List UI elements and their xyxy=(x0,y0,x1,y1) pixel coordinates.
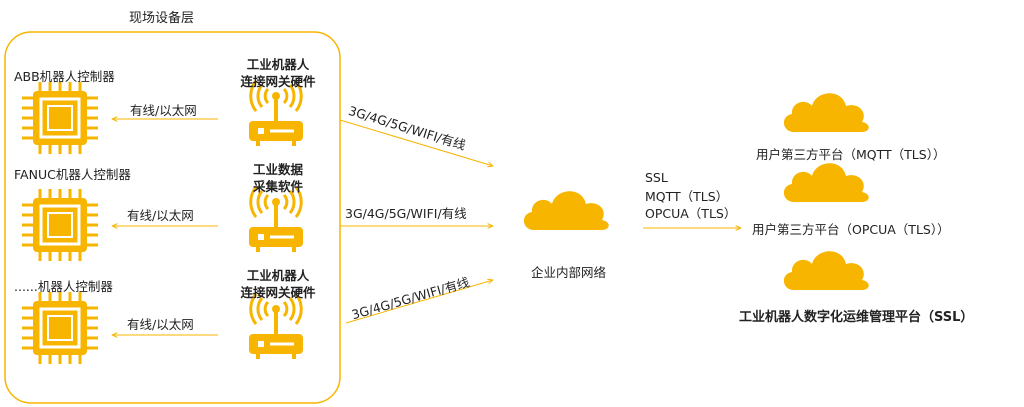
wired-link-label: 有线/以太网 xyxy=(127,208,194,223)
collector-label-line1: 工业数据 xyxy=(252,162,303,177)
router-icon xyxy=(247,185,305,254)
gateway-label-line2: 连接网关硬件 xyxy=(240,285,316,300)
gateway-label-line1: 工业机器人 xyxy=(246,57,310,72)
controller-label: ......机器人控制器 xyxy=(14,279,113,294)
gateway-label: 工业机器人 连接网关硬件 xyxy=(230,56,326,90)
controller-label: FANUC机器人控制器 xyxy=(14,167,131,182)
field-layer-frame xyxy=(4,31,341,404)
uplink-arrow xyxy=(345,280,493,324)
uplink-arrow xyxy=(339,119,493,166)
enterprise-cloud-icon xyxy=(523,191,609,230)
platform-label: 工业机器人数字化运维管理平台（SSL） xyxy=(739,310,974,325)
router-icon xyxy=(247,292,305,361)
collector-label: 工业数据 采集软件 xyxy=(230,161,326,195)
uplink-label: 3G/4G/5G/WIFI/有线 xyxy=(345,206,467,221)
enterprise-network-label: 企业内部网络 xyxy=(531,265,607,280)
wired-link-label: 有线/以太网 xyxy=(130,103,197,118)
collector-label-line2: 采集软件 xyxy=(252,179,303,194)
platform-label: 用户第三方平台（MQTT（TLS）） xyxy=(756,147,946,162)
chip-icon xyxy=(20,290,100,366)
chip-icon xyxy=(20,187,100,263)
gateway-label: 工业机器人 连接网关硬件 xyxy=(230,267,326,301)
protocol-label: MQTT（TLS） xyxy=(645,189,729,204)
gateway-label-line1: 工业机器人 xyxy=(246,268,310,283)
controller-label: ABB机器人控制器 xyxy=(14,69,115,84)
platform-cloud-icon xyxy=(783,251,869,290)
protocol-label: SSL xyxy=(645,170,668,185)
platform-cloud-icon xyxy=(783,163,869,202)
protocol-label: OPCUA（TLS） xyxy=(645,206,737,221)
platform-cloud-icon xyxy=(783,93,869,132)
layer-title: 现场设备层 xyxy=(129,11,195,26)
platform-label: 用户第三方平台（OPCUA（TLS）） xyxy=(752,222,950,237)
wired-link-label: 有线/以太网 xyxy=(127,317,194,332)
chip-icon xyxy=(20,80,100,156)
router-icon xyxy=(247,79,305,148)
gateway-label-line2: 连接网关硬件 xyxy=(240,74,316,89)
